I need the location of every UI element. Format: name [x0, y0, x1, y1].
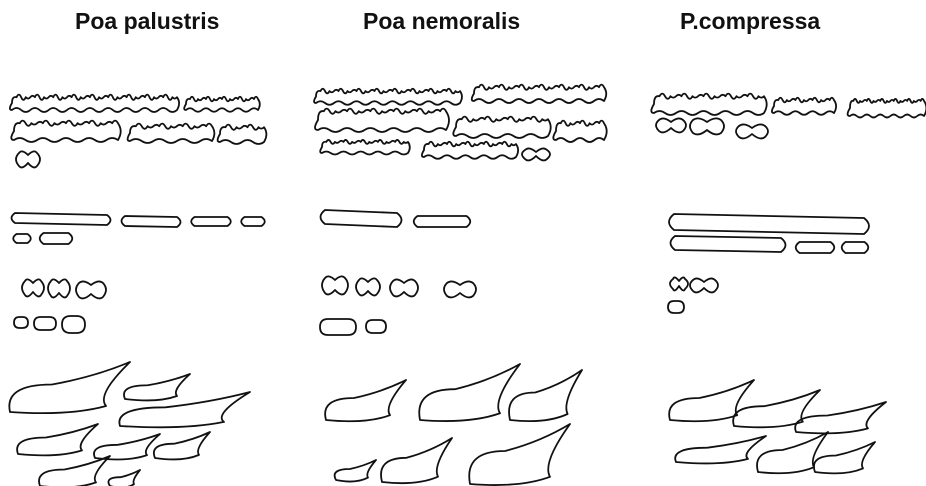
prickle-hair [381, 438, 452, 483]
prickle-hair [757, 432, 828, 473]
elongated-cell [122, 216, 181, 227]
prickle-hair [154, 432, 210, 459]
short-cell [690, 118, 724, 134]
prickle-hair [108, 470, 140, 486]
prickle-hair [733, 390, 820, 427]
prickle-hair [9, 362, 130, 413]
elongated-cell [414, 216, 471, 227]
prickle-hair [119, 392, 250, 427]
prickle-hair [419, 364, 520, 421]
short-cell [14, 317, 28, 328]
short-cell [656, 118, 686, 132]
elongated-cell [12, 213, 111, 225]
long-cell [11, 121, 120, 142]
prickle-hair [469, 424, 570, 485]
long-cell [320, 140, 410, 155]
long-cell [772, 98, 836, 115]
prickle-hair [39, 456, 110, 486]
elongated-cell [842, 242, 869, 253]
short-cell [366, 320, 386, 333]
long-cell [472, 85, 607, 103]
long-cell [422, 142, 518, 159]
short-cell [34, 317, 56, 330]
prickle-hair [675, 436, 766, 463]
elongated-cell [671, 236, 786, 252]
short-cell [736, 124, 768, 138]
short-cell [690, 278, 718, 292]
short-cell [390, 279, 418, 296]
short-cell [48, 279, 70, 297]
short-cell [444, 281, 476, 297]
short-cell [670, 277, 688, 290]
short-cell [522, 148, 550, 160]
long-cell [128, 124, 215, 143]
elongated-cell [669, 214, 869, 234]
long-cell [184, 97, 260, 112]
elongated-cell [191, 217, 231, 226]
long-cell [10, 95, 179, 112]
long-cell [848, 99, 926, 118]
long-cell [218, 125, 267, 144]
short-cell [62, 316, 85, 333]
prickle-hair [94, 434, 160, 459]
short-cell [322, 276, 348, 294]
elongated-cell [321, 210, 402, 227]
prickle-hair [325, 380, 406, 421]
long-cell [453, 117, 550, 138]
elongated-cell [40, 233, 73, 244]
elongated-cell [13, 234, 31, 243]
short-cell [320, 319, 356, 335]
prickle-hair [814, 442, 875, 473]
short-cell [668, 301, 684, 313]
prickle-hair [124, 374, 190, 400]
elongated-cell [796, 242, 835, 253]
long-cell [315, 109, 449, 132]
prickle-hair [335, 460, 376, 482]
prickle-hair [669, 380, 754, 421]
prickle-hair [795, 402, 886, 433]
prickle-hair [509, 370, 582, 421]
long-cell [651, 94, 766, 115]
short-cell [22, 279, 44, 296]
long-cell [314, 89, 462, 105]
short-cell [16, 151, 40, 167]
prickle-hair [17, 424, 98, 455]
elongated-cell [241, 217, 265, 226]
short-cell [76, 281, 106, 298]
long-cell [553, 121, 606, 142]
short-cell [356, 278, 380, 295]
